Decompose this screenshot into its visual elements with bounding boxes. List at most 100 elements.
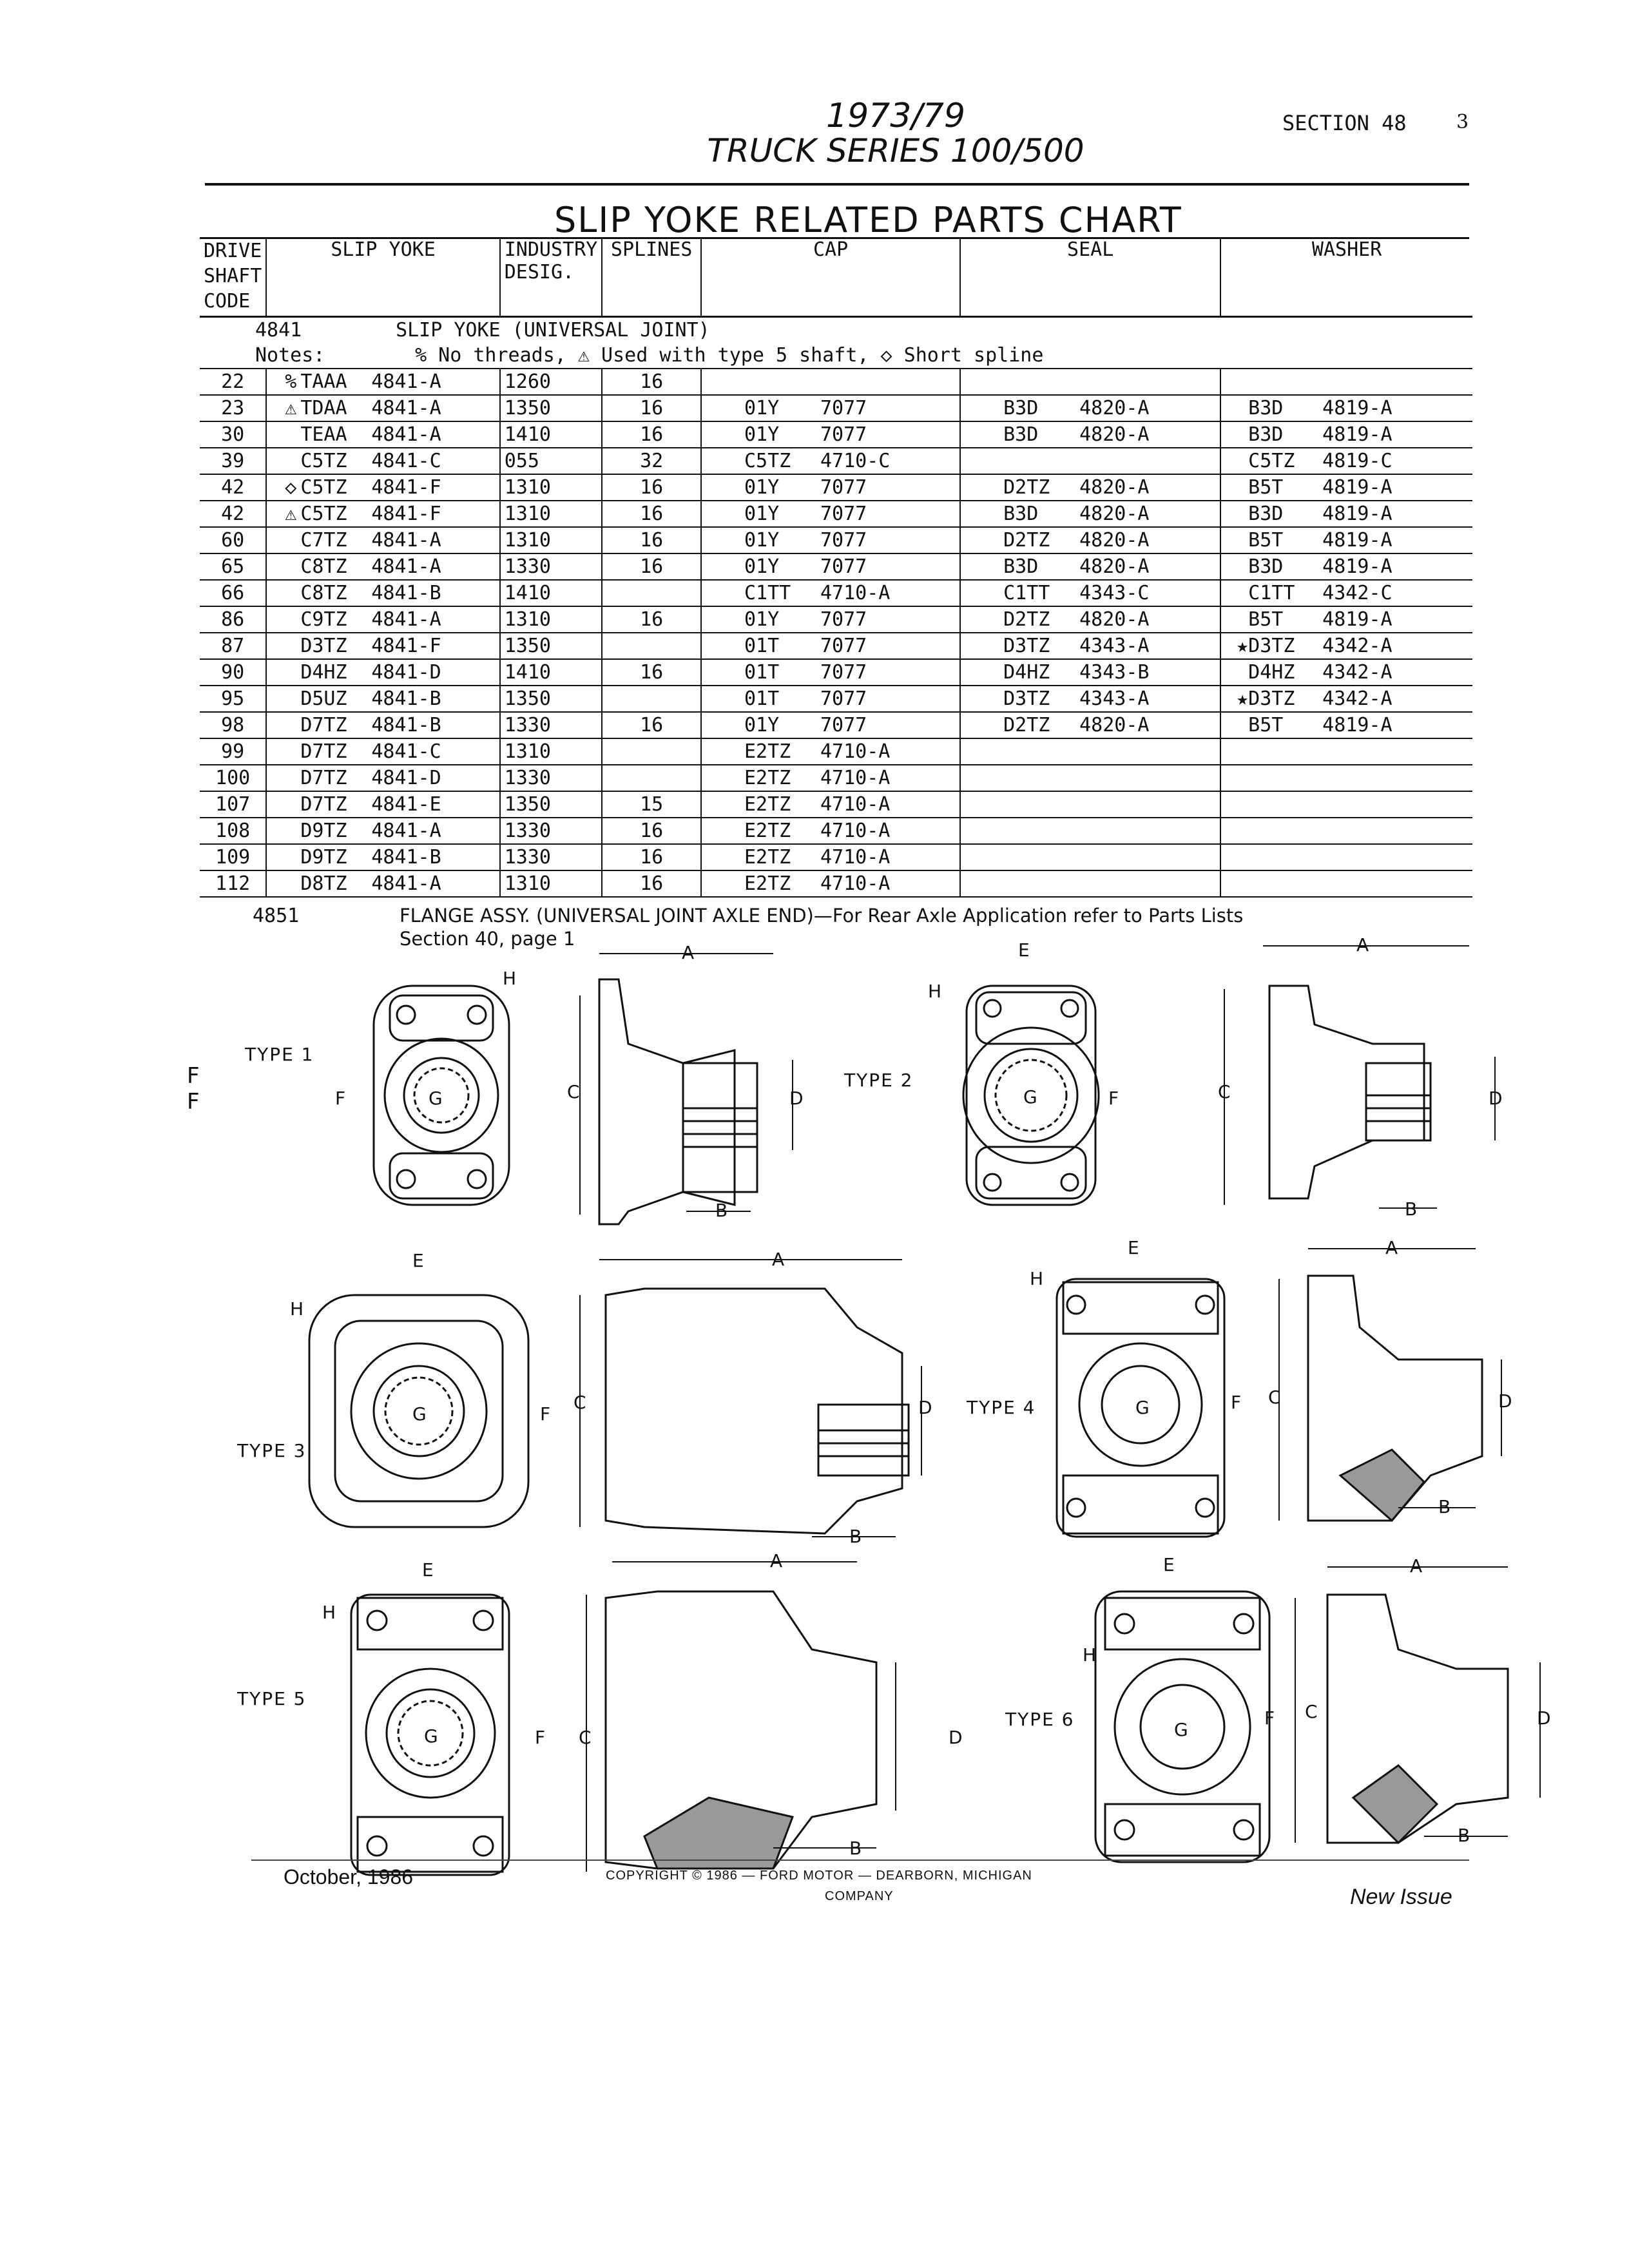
yoke-prefix: C9TZ — [300, 608, 347, 631]
notes-row: Notes: % No threads, ⚠ Used with type 5 … — [200, 343, 1472, 369]
cap-prefix: 01Y — [744, 555, 780, 578]
seal-number: 4820-A — [1079, 423, 1150, 446]
washer-number: 4819-A — [1322, 714, 1393, 736]
yoke-prefix: C5TZ — [300, 450, 347, 472]
cell-drive-code: 112 — [200, 870, 267, 898]
washer-star-mark: ★ — [1237, 687, 1249, 710]
cell-industry-desig: 1310 — [499, 501, 603, 528]
flange-description: FLANGE ASSY. (UNIVERSAL JOINT AXLE END)—… — [400, 905, 1244, 927]
yoke-prefix: C5TZ — [300, 476, 347, 499]
washer-prefix: C1TT — [1248, 582, 1295, 604]
yoke-number: 4841-A — [371, 872, 441, 895]
cell-drive-code: 107 — [200, 791, 267, 818]
cell-splines: 32 — [602, 448, 702, 475]
seal-number: 4343-A — [1079, 635, 1150, 657]
cell-drive-code: 86 — [200, 606, 267, 633]
header-rule — [205, 183, 1469, 186]
cap-number: 7077 — [820, 635, 867, 657]
cap-prefix: 01Y — [744, 608, 780, 631]
dim-d-type5: D — [949, 1727, 963, 1748]
washer-number: 4819-A — [1322, 608, 1393, 631]
type6-label: TYPE 6 — [1005, 1709, 1075, 1730]
cell-industry-desig: 1260 — [499, 369, 603, 396]
cell-splines: 16 — [602, 818, 702, 845]
cell-industry-desig: 1350 — [499, 395, 603, 422]
yoke-prefix: D7TZ — [300, 740, 347, 763]
type1-side-view — [598, 978, 758, 1225]
yoke-prefix: C8TZ — [300, 582, 347, 604]
cap-number: 4710-A — [820, 582, 891, 604]
washer-number: 4342-A — [1322, 635, 1393, 657]
cap-prefix: 01T — [744, 687, 780, 710]
cell-industry-desig: 1330 — [499, 844, 603, 871]
cell-washer — [1220, 738, 1472, 765]
type2-end-view — [962, 985, 1100, 1206]
type2-label: TYPE 2 — [844, 1070, 914, 1091]
yoke-number: 4841-A — [371, 820, 441, 842]
washer-prefix: B5T — [1248, 529, 1284, 552]
dim-g-type3: G — [412, 1403, 427, 1425]
parts-table: DRIVE SHAFT CODE SLIP YOKE INDUSTRY DESI… — [200, 238, 1472, 898]
yoke-prefix: C8TZ — [300, 555, 347, 578]
cell-seal — [960, 870, 1222, 898]
washer-star-mark: ★ — [1237, 635, 1249, 657]
seal-prefix: D2TZ — [1003, 714, 1050, 736]
cell-seal — [960, 369, 1222, 396]
dim-h-type3: H — [290, 1298, 304, 1320]
footer-rule — [251, 1860, 1469, 1861]
type4-end-view — [1055, 1278, 1226, 1538]
seal-number: 4343-A — [1079, 687, 1150, 710]
dim-c-type4: C — [1268, 1387, 1281, 1408]
cell-seal: D3TZ 4343-A — [960, 686, 1222, 713]
yoke-prefix: D3TZ — [300, 635, 347, 657]
washer-number: 4819-A — [1322, 503, 1393, 525]
cap-prefix: 01Y — [744, 529, 780, 552]
cell-splines: 16 — [602, 553, 702, 581]
seal-number: 4820-A — [1079, 476, 1150, 499]
washer-prefix: D3TZ — [1248, 687, 1295, 710]
cap-prefix: E2TZ — [744, 872, 791, 895]
yoke-prefix: D4HZ — [300, 661, 347, 684]
cell-drive-code: 95 — [200, 686, 267, 713]
seal-prefix: D3TZ — [1003, 687, 1050, 710]
notes-text: % No threads, ⚠ Used with type 5 shaft, … — [415, 344, 1044, 367]
yoke-number: 4841-A — [371, 397, 441, 419]
dim-h-type1: H — [503, 968, 517, 989]
yoke-note-symbol: ⚠ — [285, 503, 297, 525]
dim-a-type1: A — [682, 942, 695, 963]
seal-number: 4820-A — [1079, 555, 1150, 578]
dim-d-type1: D — [789, 1088, 804, 1109]
cell-industry-desig: 1350 — [499, 633, 603, 660]
cell-splines — [602, 738, 702, 765]
dim-f-type3: F — [540, 1403, 551, 1425]
cap-number: 4710-A — [820, 793, 891, 816]
cell-industry-desig: 1310 — [499, 738, 603, 765]
yoke-number: 4841-A — [371, 529, 441, 552]
yoke-number: 4841-B — [371, 846, 441, 869]
cell-drive-code: 42 — [200, 474, 267, 501]
chart-title: SLIP YOKE RELATED PARTS CHART — [554, 200, 1182, 240]
washer-number: 4342-A — [1322, 687, 1393, 710]
type5-end-view — [350, 1593, 510, 1876]
cell-industry-desig: 1330 — [499, 765, 603, 792]
cap-prefix: E2TZ — [744, 767, 791, 789]
cell-industry-desig: 1310 — [499, 527, 603, 554]
washer-prefix: B3D — [1248, 555, 1284, 578]
header-series: TRUCK SERIES 100/500 — [707, 132, 1084, 169]
